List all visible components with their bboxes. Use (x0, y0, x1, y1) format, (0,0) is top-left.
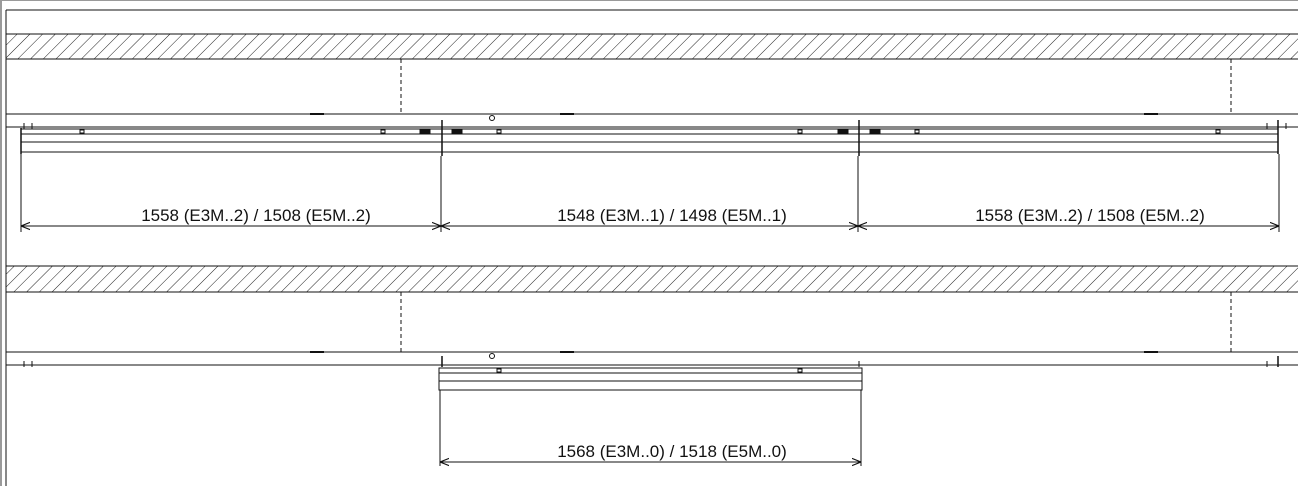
ceiling-hatch-bottom (6, 265, 1298, 293)
mounting-rail-top (6, 113, 1298, 129)
luminaire-top-right (858, 128, 1279, 153)
suspension-lines-bottom (400, 292, 1232, 352)
suspension-lines-top (400, 59, 1232, 114)
dimension-label-top-middle: 1548 (E3M..1) / 1498 (E5M..1) (557, 206, 787, 225)
ceiling-hatch-top (6, 33, 1298, 60)
dimension-label-top-right: 1558 (E3M..2) / 1508 (E5M..2) (975, 206, 1205, 225)
joint-markers-top (20, 120, 1279, 156)
extension-lines-bottom (439, 390, 862, 466)
dimension-label-top-left: 1558 (E3M..2) / 1508 (E5M..2) (141, 206, 371, 225)
luminaire-bottom-middle (438, 367, 863, 391)
mounting-rail-bottom (6, 351, 1298, 367)
dimension-label-bottom-middle: 1568 (E3M..0) / 1518 (E5M..0) (557, 442, 787, 461)
extension-lines-top (20, 154, 1280, 232)
